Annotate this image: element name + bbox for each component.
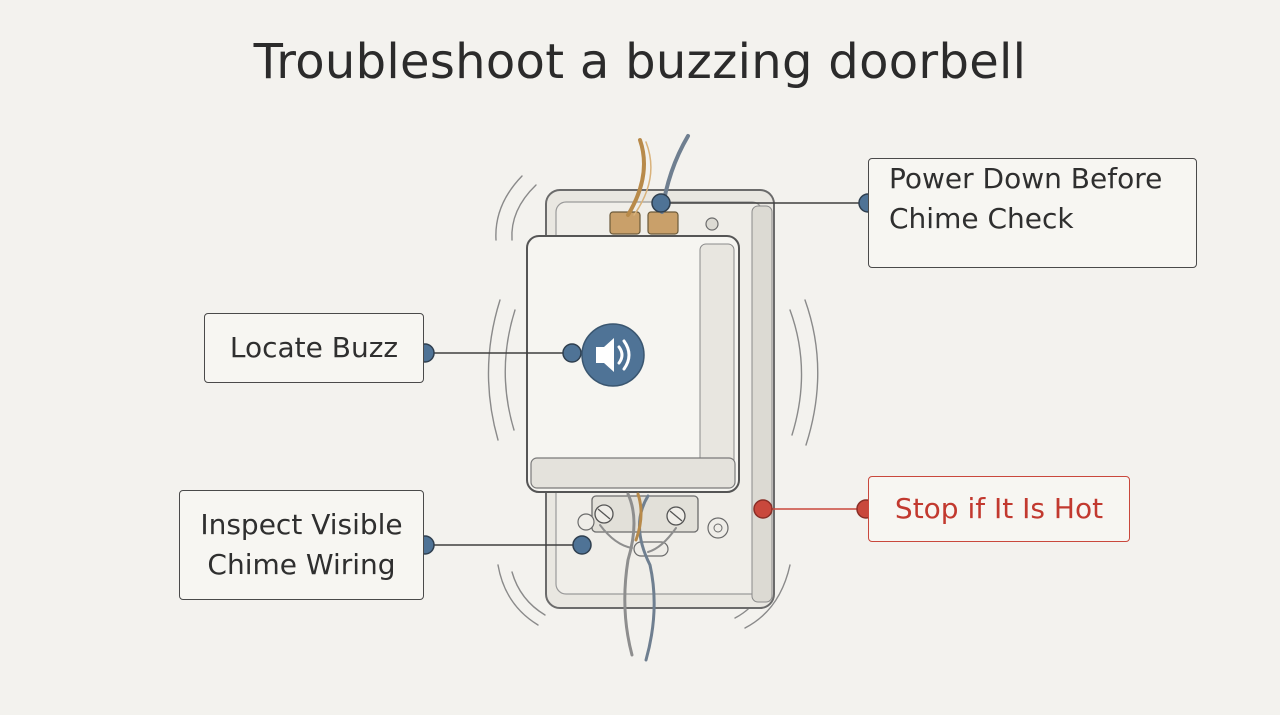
callout-locate-buzz: Locate Buzz [204, 313, 424, 383]
chime-cover [526, 235, 740, 493]
marker-dots [415, 193, 878, 555]
bottom-terminals [577, 495, 729, 557]
callout-inspect-wiring-line-1: Inspect Visible [200, 508, 403, 541]
callout-locate-buzz-label: Locate Buzz [229, 331, 399, 364]
outgoing-wires [599, 492, 677, 662]
callout-stop-hot: Stop if It Is Hot [868, 476, 1130, 542]
marker-locate [562, 343, 582, 363]
callout-power-down-line-2: Chime Check [889, 202, 1074, 235]
callout-power-down-line-1: Power Down Before [889, 162, 1163, 195]
page-title: Troubleshoot a buzzing doorbell [253, 34, 1027, 90]
speaker-icon [581, 323, 645, 387]
callout-stop-hot-label: Stop if It Is Hot [894, 492, 1104, 525]
marker-inspect [572, 535, 592, 555]
leader-lines [425, 202, 868, 546]
callout-inspect-wiring-line-2: Chime Wiring [207, 548, 396, 581]
marker-power [651, 193, 671, 213]
callout-inspect-wiring: Inspect Visible Chime Wiring [179, 490, 424, 600]
callout-power-down: Power Down Before Chime Check [868, 158, 1197, 268]
marker-hot [753, 499, 773, 519]
top-terminals [609, 211, 719, 235]
